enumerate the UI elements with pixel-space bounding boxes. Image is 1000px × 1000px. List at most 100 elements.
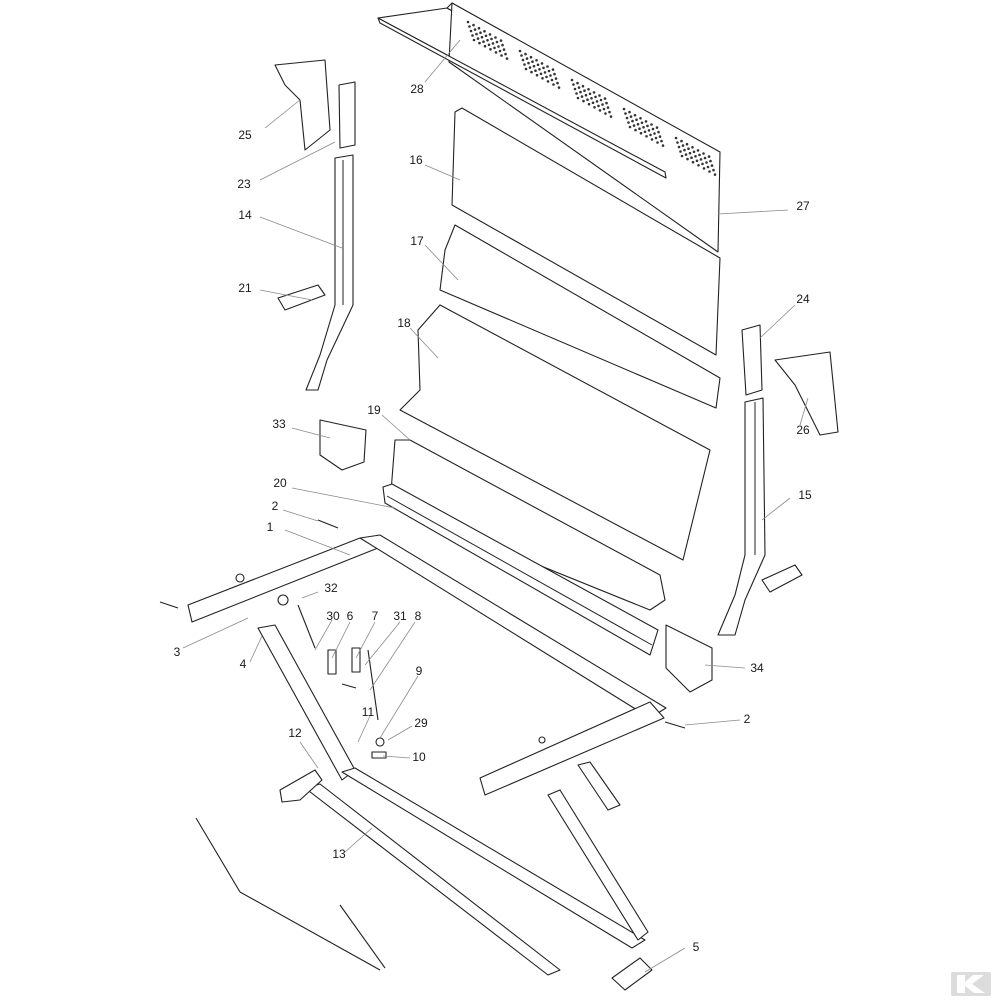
callout-label: 15 [798, 488, 812, 502]
perforation-hole [499, 39, 503, 42]
perforation-hole [488, 33, 492, 36]
perforation-hole [557, 86, 561, 89]
perforation-hole [539, 72, 543, 76]
callout-label: 10 [412, 750, 426, 764]
perforation-hole [598, 109, 602, 112]
perforation-hole [483, 44, 487, 48]
perforation-hole [534, 69, 537, 72]
perforation-hole [656, 141, 659, 144]
perforation-hole [595, 100, 599, 103]
perforation-hole [491, 42, 495, 45]
perforated-cover-part [377, 2, 721, 253]
hook-12-part [279, 769, 323, 803]
perforation-hole [553, 72, 556, 76]
perforation-hole [594, 95, 597, 99]
perforation-hole [477, 26, 481, 30]
perforation-hole [480, 35, 484, 39]
perforation-hole [697, 164, 700, 167]
callout-label: 13 [332, 847, 346, 861]
perforation-hole [498, 49, 502, 53]
perforation-hole [573, 87, 577, 91]
perforation-hole [632, 124, 636, 127]
perforation-hole [575, 92, 578, 95]
perforation-hole [650, 138, 654, 141]
perforation-hole [624, 112, 627, 115]
perforation-hole [597, 104, 600, 108]
perforation-hole [543, 71, 547, 74]
callout-label: 6 [347, 609, 354, 623]
callout-label: 20 [273, 476, 287, 490]
perforation-hole [651, 127, 655, 131]
perforation-hole [494, 36, 497, 39]
perforation-hole [504, 52, 507, 56]
perforation-hole [705, 161, 708, 164]
perforation-hole [579, 90, 582, 94]
perforation-hole [531, 60, 534, 63]
callout-label: 11 [362, 705, 375, 719]
perforation-hole [688, 151, 692, 155]
perforation-hole [645, 135, 648, 138]
callout-label: 19 [367, 403, 381, 417]
perforation-hole [713, 173, 717, 176]
perforation-hole [691, 160, 695, 164]
perforation-hole [547, 69, 551, 73]
leader-lines [182, 39, 809, 973]
callout-label: 12 [288, 726, 302, 740]
perforation-hole [590, 97, 593, 100]
perforation-hole [497, 45, 500, 48]
perforation-hole [489, 48, 492, 51]
lift-arm-4-part [257, 624, 646, 976]
perforation-hole [691, 146, 694, 149]
callout-label: 7 [372, 609, 379, 623]
callout-label: 2 [272, 499, 279, 513]
perforation-hole [695, 159, 699, 163]
perforation-hole [702, 152, 705, 155]
panel-16-part [451, 107, 721, 356]
perforation-hole [680, 154, 684, 158]
perforation-hole [490, 37, 493, 41]
perforation-hole [475, 32, 478, 36]
perforation-hole [650, 123, 653, 126]
perforation-hole [598, 94, 601, 97]
perforation-hole [709, 159, 712, 163]
perforation-hole [577, 86, 581, 89]
right-upright-15-part [717, 324, 839, 636]
perforation-hole [647, 129, 651, 132]
callout-label: 28 [410, 82, 424, 96]
perforation-hole [535, 73, 539, 77]
perforation-hole [684, 153, 688, 156]
perforation-hole [554, 77, 558, 80]
callout-label: 33 [272, 417, 286, 431]
perforation-hole [640, 121, 644, 125]
callout-label: 16 [409, 153, 423, 167]
perforation-hole [591, 101, 595, 105]
perforation-hole [643, 130, 647, 134]
perforation-hole [495, 40, 499, 44]
perforation-hole [493, 46, 496, 50]
perforation-hole [472, 38, 476, 42]
perforation-hole [601, 103, 604, 106]
perforation-hole [609, 115, 613, 118]
perforation-hole [606, 106, 610, 109]
perforation-hole [482, 40, 485, 43]
perforation-hole [702, 167, 706, 170]
perforation-hole [576, 81, 579, 85]
callout-label: 32 [324, 581, 338, 595]
callout-label: 27 [796, 199, 810, 213]
callout-label: 21 [238, 281, 252, 295]
perforation-hole [655, 126, 659, 129]
callout-label: 26 [796, 423, 810, 437]
perforation-hole [593, 106, 596, 109]
base-frame-1-part [187, 534, 667, 796]
perforation-hole [528, 66, 532, 69]
perforation-hole [653, 132, 656, 135]
perforation-hole [628, 125, 632, 129]
perforation-hole [625, 116, 629, 120]
callout-labels: 1 2 2 3 4 5 6 7 8 9 10 11 12 13 14 15 16… [174, 82, 812, 954]
perforation-hole [602, 107, 606, 111]
perforation-hole [703, 156, 707, 160]
panel-18-part [399, 304, 711, 561]
callout-label: 31 [393, 609, 407, 623]
perforation-hole [690, 156, 693, 159]
perforation-hole [524, 67, 528, 71]
